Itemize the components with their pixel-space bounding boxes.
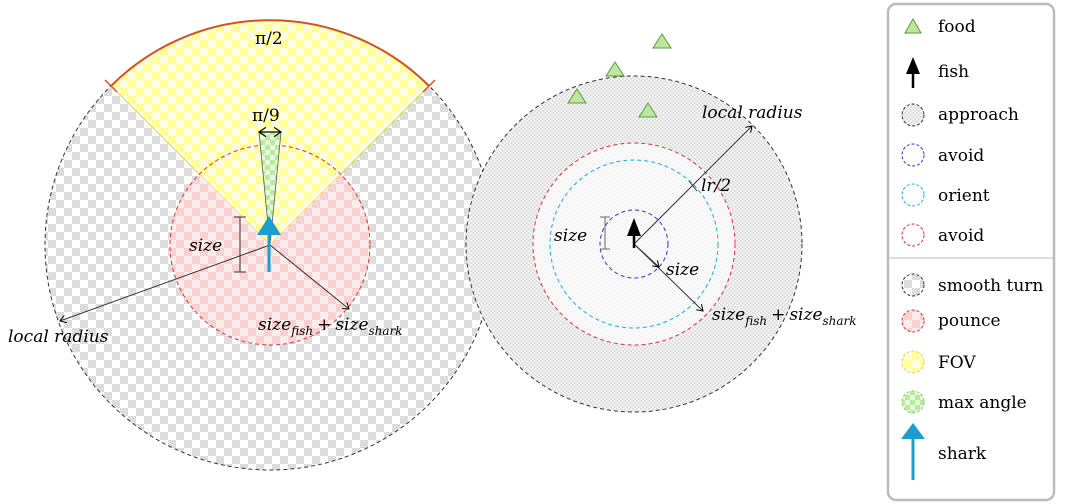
fov-arc-ticks (104, 79, 436, 93)
legend-avoid-red-icon (901, 223, 925, 247)
size-sum-label: sizefish+sizeshark (258, 315, 403, 338)
legend-fov-icon (901, 350, 925, 374)
legend-label-smooth-turn: smooth turn (938, 276, 1043, 296)
local-radius-line (60, 244, 271, 321)
legend-label-max-angle: max angle (938, 393, 1027, 413)
legend-smooth-turn-icon (901, 273, 925, 297)
food-triangle-icon (605, 61, 625, 77)
legend-label-avoid-2: avoid (938, 226, 984, 246)
legend-orient-icon (901, 183, 925, 207)
legend-label-shark: shark (938, 444, 987, 464)
legend-shark-icon (901, 423, 925, 480)
size-line (633, 243, 659, 267)
legend-label-orient: orient (938, 186, 990, 206)
food-triangle-icon (652, 33, 672, 49)
legend-label-avoid-1: avoid (938, 146, 984, 166)
half-radius-tick (688, 180, 698, 192)
legend-label-pounce: pounce (938, 311, 1001, 331)
size-bracket (600, 216, 610, 250)
legend-box (886, 2, 1056, 502)
half-radius-label: lr/2 (701, 176, 731, 196)
size-label-left: size (554, 226, 587, 246)
food-triangle-icon (567, 88, 587, 104)
legend-avoid-blue-icon (901, 143, 925, 167)
size-sum-label: sizefish+sizeshark (712, 305, 857, 328)
size-sum-line (269, 244, 349, 309)
legend-pounce-icon (901, 309, 925, 333)
right-diagram: local radius lr/2 size size sizefish+siz… (465, 33, 857, 413)
avoid-inner-circle (599, 209, 669, 279)
fish-arrow-icon (627, 218, 641, 248)
legend-label-food: food (938, 17, 976, 37)
left-diagram: π/2 π/9 size local radius sizefish+sizes… (8, 19, 496, 471)
size-label-right: size (666, 260, 699, 280)
shark-arrow-icon (257, 216, 281, 272)
size-label: size (189, 236, 222, 256)
legend-food-icon (904, 17, 922, 34)
orient-circle (549, 159, 719, 329)
size-bracket (234, 216, 246, 273)
legend-label-approach: approach (938, 105, 1019, 125)
local-radius-label: local radius (702, 103, 803, 123)
legend-label-fov: FOV (938, 353, 976, 373)
local-radius-line (633, 126, 752, 245)
legend-label-fish: fish (938, 62, 969, 82)
max-angle-label: π/9 (252, 106, 280, 126)
food-triangle-icon (638, 102, 658, 118)
fov-angle-label: π/2 (255, 29, 283, 49)
legend-max-angle-icon (901, 390, 925, 414)
local-radius-label: local radius (8, 327, 109, 347)
legend-fish-icon (906, 57, 920, 88)
legend-approach-icon (901, 103, 925, 127)
fov-arc (110, 19, 430, 87)
legend: food fish approach avoid orient avoid sm… (886, 2, 1056, 502)
